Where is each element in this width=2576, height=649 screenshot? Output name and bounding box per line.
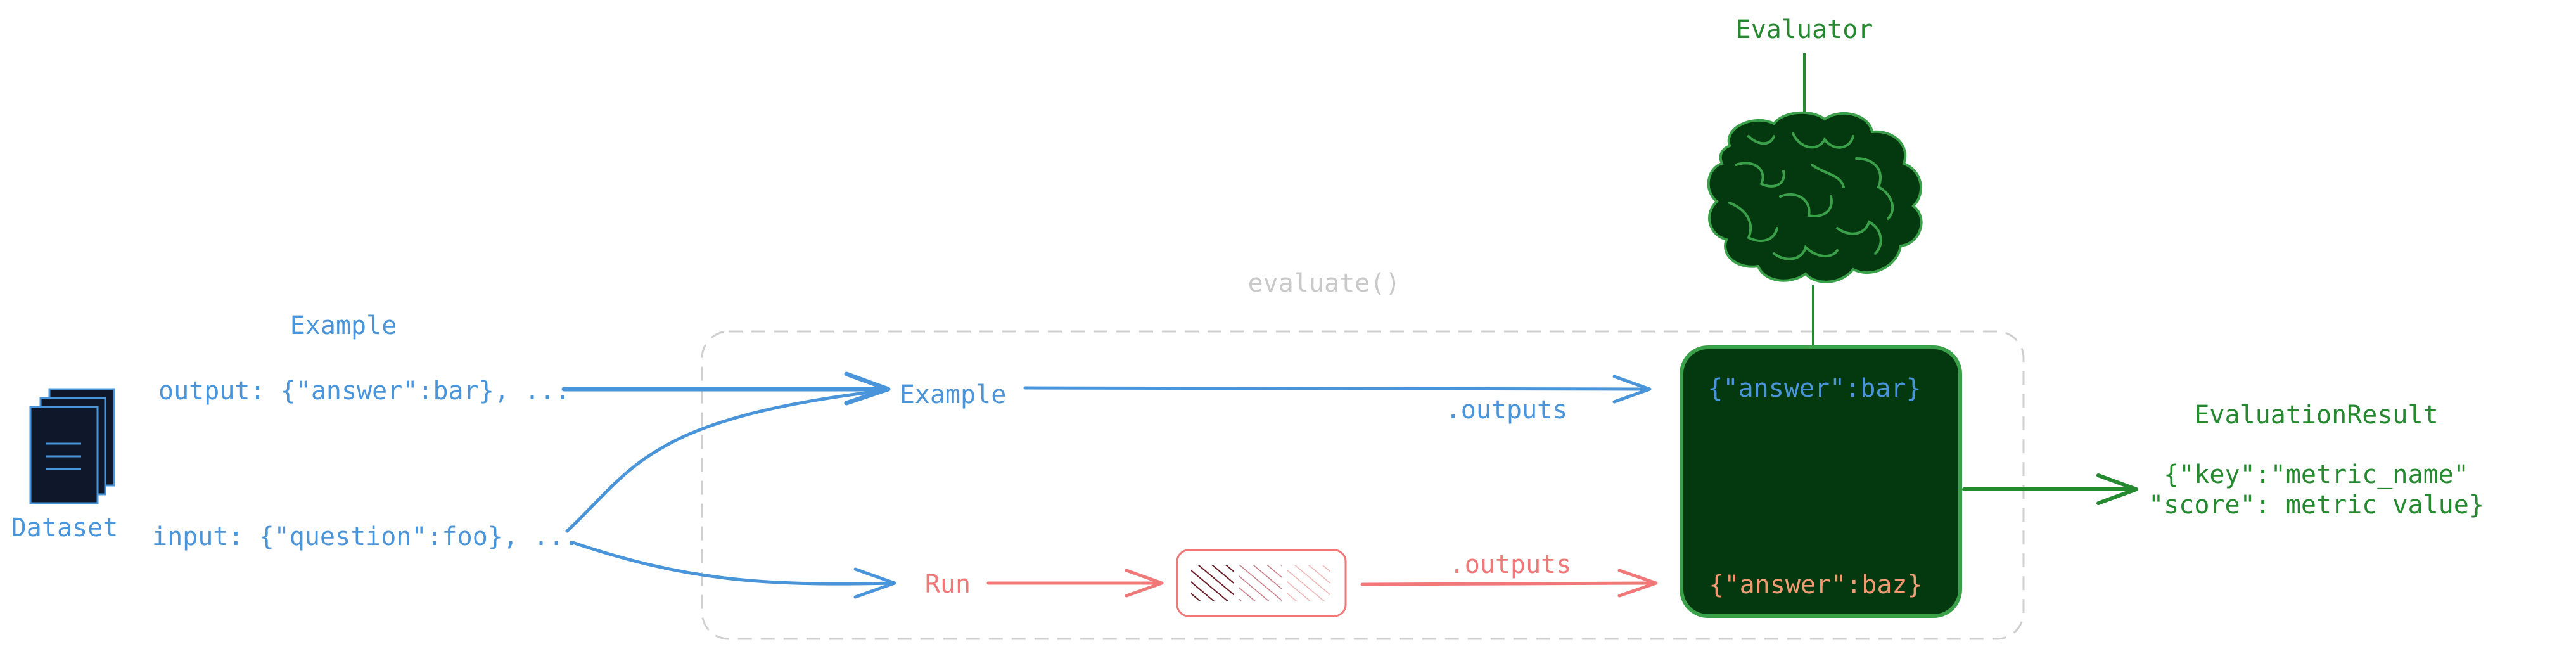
run-outputs-arrow — [1360, 569, 1658, 598]
run-to-model-arrow — [986, 569, 1164, 598]
dataset-input-text: input: {"question":foo}, ... — [152, 522, 579, 551]
evaluate-title: evaluate() — [1248, 269, 1401, 298]
result-line-1: {"key":"metric_name" — [2164, 460, 2469, 489]
result-line-2: "score": metric value} — [2148, 491, 2484, 520]
evaluator-prediction-value: {"answer":baz} — [1709, 570, 1922, 600]
evaluate-run-label: Run — [925, 570, 971, 599]
result-title: EvaluationResult — [2194, 401, 2438, 430]
evaluate-example-label: Example — [900, 380, 1007, 409]
evaluator-reference-value: {"answer":bar} — [1707, 374, 1921, 403]
result-arrow — [1962, 473, 2138, 505]
brain-icon — [1707, 111, 1923, 283]
evaluator-box — [1680, 345, 1962, 618]
hatched-box-icon — [1176, 549, 1347, 617]
evaluator-title: Evaluator — [1736, 15, 1873, 44]
dataset-output-text: output: {"answer":bar}, ... — [158, 376, 570, 406]
dataset-label: Dataset — [11, 513, 118, 543]
input-to-run-arrow — [571, 541, 896, 599]
example-outputs-arrow — [1023, 375, 1652, 404]
dataset-example-title: Example — [290, 311, 397, 340]
document-stack-icon — [29, 388, 115, 504]
evaluate-container — [701, 330, 2025, 640]
run-outputs-label: .outputs — [1450, 550, 1572, 579]
example-outputs-label: .outputs — [1446, 395, 1568, 425]
output-to-example-arrow — [561, 371, 891, 406]
input-to-example-arrow — [565, 389, 888, 533]
